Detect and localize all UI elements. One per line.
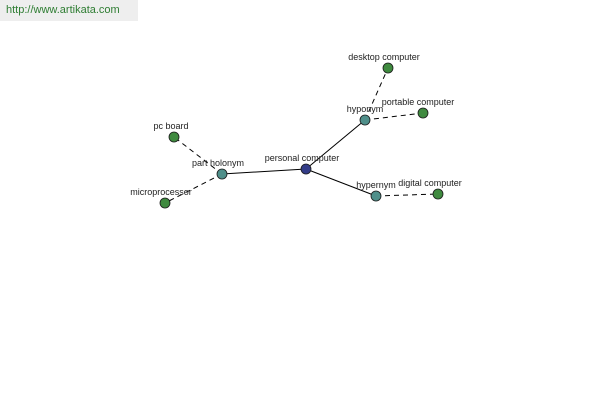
node-personal-computer[interactable] [300, 163, 312, 175]
site-url-link[interactable]: http://www.artikata.com [6, 4, 120, 16]
edge-part-holonym-to-pc-board [173, 136, 223, 175]
node-label-personal-computer: personal computer [265, 153, 340, 163]
node-label-hyponym: hyponym [347, 104, 384, 114]
edge-hypernym-to-digital-computer [375, 193, 439, 197]
url-header: http://www.artikata.com [0, 0, 138, 21]
node-label-portable-computer: portable computer [382, 97, 455, 107]
edge-personal-computer-to-part-holonym [221, 168, 307, 175]
node-label-hypernym: hypernym [356, 180, 396, 190]
labels-layer: personal computer hyponym part holonym hype… [130, 52, 462, 197]
edge-part-holonym-to-microprocessor [164, 173, 223, 204]
edge-hyponym-to-portable-computer [364, 112, 424, 121]
nodes-layer [159, 62, 444, 209]
node-desktop-computer[interactable] [382, 62, 394, 74]
node-hyponym[interactable] [359, 114, 371, 126]
node-label-part-holonym: part holonym [192, 158, 244, 168]
node-pc-board[interactable] [168, 131, 180, 143]
node-part-holonym[interactable] [216, 168, 228, 180]
node-label-pc-board: pc board [153, 121, 188, 131]
node-microprocessor[interactable] [159, 197, 171, 209]
edge-personal-computer-to-hyponym [305, 119, 366, 170]
node-portable-computer[interactable] [417, 107, 429, 119]
node-label-desktop-computer: desktop computer [348, 52, 420, 62]
edge-personal-computer-to-hypernym [305, 168, 377, 197]
node-hypernym[interactable] [370, 190, 382, 202]
node-label-digital-computer: digital computer [398, 178, 462, 188]
node-digital-computer[interactable] [432, 188, 444, 200]
edge-hyponym-to-desktop-computer [364, 67, 389, 121]
node-label-microprocessor: microprocessor [130, 187, 192, 197]
edges-layer [164, 67, 439, 204]
